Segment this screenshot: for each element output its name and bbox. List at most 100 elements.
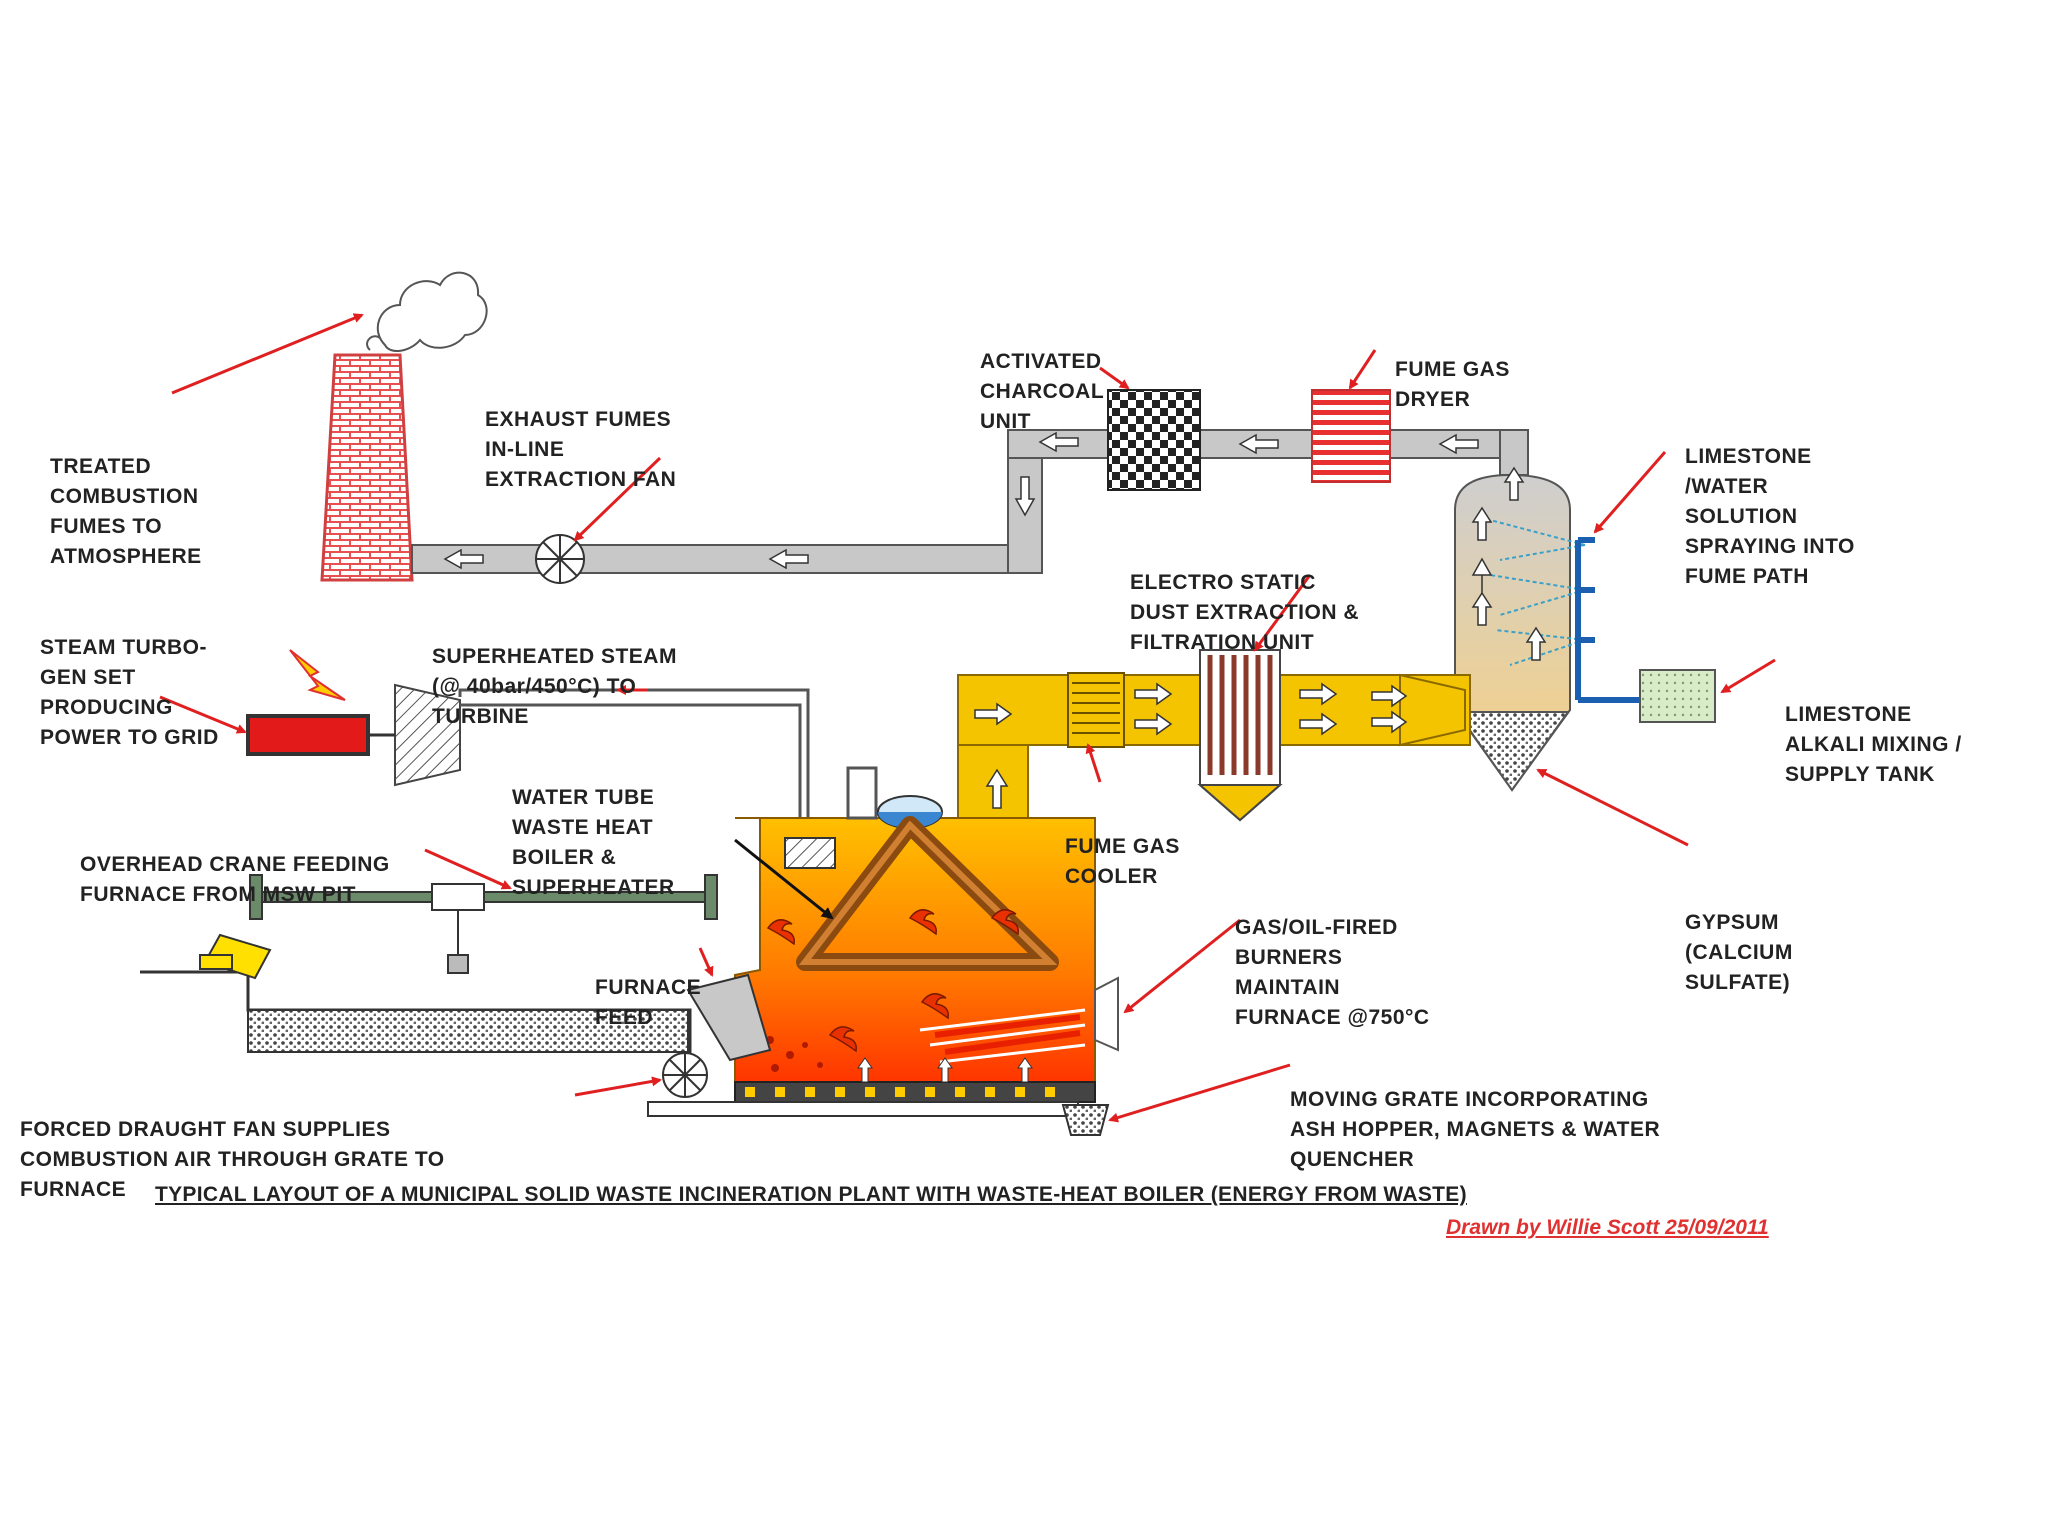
label-line: BOILER & [512, 846, 617, 869]
label-line: ACTIVATED [980, 350, 1102, 373]
label-line: IN-LINE [485, 438, 565, 461]
label-line: TURBINE [432, 705, 529, 728]
label-burners: GAS/OIL-FIRED BURNERS MAINTAIN FURNACE @750… [1235, 853, 1430, 1063]
label-line: /WATER [1685, 475, 1769, 498]
pointer-arrows [159, 313, 1776, 1123]
burner-flame-icon [919, 1008, 1086, 1064]
label-line: FEED [595, 1006, 654, 1029]
label-line: COOLER [1065, 865, 1158, 888]
label-line: GYPSUM [1685, 911, 1780, 934]
label-line: EXTRACTION FAN [485, 468, 677, 491]
label-line: DRYER [1395, 388, 1471, 411]
label-line: ELECTRO STATIC [1130, 571, 1316, 594]
filter-plates-icon [1207, 655, 1273, 775]
label-line: GEN SET [40, 666, 136, 689]
label-limestone-tank: LIMESTONE ALKALI MIXING / SUPPLY TANK [1785, 640, 1962, 820]
label-line: DUST EXTRACTION & [1130, 601, 1359, 624]
label-line: CHARCOAL [980, 380, 1105, 403]
flow-arrow-icon [443, 431, 1479, 570]
label-overhead-crane: OVERHEAD CRANE FEEDING FURNACE FROM MSW P… [80, 790, 390, 940]
label-line: FUMES TO [50, 515, 163, 538]
diagram-credit: Drawn by Willie Scott 25/09/2011 [1446, 1216, 1769, 1239]
label-superheated-steam: SUPERHEATED STEAM (@ 40bar/450°C) TO TURBI… [432, 582, 677, 762]
label-line: FILTRATION UNIT [1130, 631, 1315, 654]
up-arrow-icon [1471, 466, 1547, 661]
label-line: SUPPLY TANK [1785, 763, 1935, 786]
ash-hopper [1061, 1104, 1110, 1136]
label-line: OVERHEAD CRANE FEEDING [80, 853, 390, 876]
label-line: FUME PATH [1685, 565, 1809, 588]
generator [246, 714, 370, 756]
label-forced-draught-fan: FORCED DRAUGHT FAN SUPPLIES COMBUSTION AI… [20, 1055, 445, 1235]
label-waste-heat-boiler: WATER TUBE WASTE HEAT BOILER & SUPERHEATER [512, 723, 675, 933]
gypsum-hopper [1455, 711, 1570, 792]
fume-gas-dryer [1311, 389, 1391, 483]
label-line: LIMESTONE [1785, 703, 1912, 726]
label-line: SUPERHEATER [512, 876, 675, 899]
label-line: ASH HOPPER, MAGNETS & WATER [1290, 1118, 1661, 1141]
label-extraction-fan: EXHAUST FUMES IN-LINE EXTRACTION FAN [485, 345, 676, 525]
label-limestone-spray: LIMESTONE/WATER SOLUTION SPRAYING INTO FUME… [1685, 382, 1855, 622]
label-line: FUME GAS [1395, 358, 1510, 381]
duct-flow-arrow-icon [974, 682, 1408, 809]
steam-turbine [394, 683, 461, 787]
label-line: QUENCHER [1290, 1148, 1415, 1171]
label-line: SOLUTION [1685, 505, 1798, 528]
crane-rail-end-left [249, 874, 263, 920]
fan-blades-icon [536, 535, 584, 583]
fume-gas-cooler [1067, 672, 1125, 748]
label-line: BURNERS [1235, 946, 1343, 969]
label-line: SUPERHEATED STEAM [432, 645, 677, 668]
label-line: UNIT [980, 410, 1031, 433]
boiler-pointer-arrow [734, 838, 834, 920]
label-line: MAINTAIN [1235, 976, 1341, 999]
crane-grab-icon [447, 954, 469, 974]
smoke-cloud-icon [366, 271, 488, 352]
label-line: TREATED [50, 455, 152, 478]
label-line: (CALCIUM [1685, 941, 1793, 964]
label-line: PRODUCING [40, 696, 173, 719]
label-line: FURNACE FROM MSW PIT [80, 883, 356, 906]
label-line: LIMESTONE [1685, 445, 1812, 468]
power-lightning-icon [289, 649, 346, 701]
dust-hopper [1197, 784, 1283, 822]
limestone-supply-tank [1639, 669, 1716, 723]
grate-teeth [745, 1087, 1055, 1097]
label-line: MOVING GRATE INCORPORATING [1290, 1088, 1649, 1111]
label-line: WASTE HEAT [512, 816, 654, 839]
label-line: POWER TO GRID [40, 726, 219, 749]
label-fume-gas-dryer: FUME GAS DRYER [1395, 295, 1510, 445]
label-moving-grate: MOVING GRATE INCORPORATING ASH HOPPER, MA… [1290, 1025, 1660, 1205]
label-line: FURNACE [20, 1178, 127, 1201]
cooler-coils-icon [1072, 682, 1120, 734]
label-line: GAS/OIL-FIRED [1235, 916, 1398, 939]
flame-swirl-icon [766, 909, 1019, 1053]
label-line: ALKALI MIXING / [1785, 733, 1962, 756]
air-up-arrow-icon [857, 1057, 1033, 1083]
label-line: WATER TUBE [512, 786, 655, 809]
label-line: SPRAYING INTO [1685, 535, 1855, 558]
label-line: FORCED DRAUGHT FAN SUPPLIES [20, 1118, 391, 1141]
label-electrostatic-unit: ELECTRO STATIC DUST EXTRACTION & FILTRATIO… [1130, 508, 1359, 688]
chimney [320, 353, 414, 582]
burner-nozzle [1094, 976, 1119, 1052]
label-line: ATMOSPHERE [50, 545, 202, 568]
grate-base [647, 1101, 1079, 1117]
label-line: FURNACE @750°C [1235, 1006, 1430, 1029]
crane-rail-end-right [704, 874, 718, 920]
boiler-drum [846, 766, 878, 820]
label-line: (@ 40bar/450°C) TO [432, 675, 637, 698]
label-line: COMBUSTION AIR THROUGH GRATE TO [20, 1148, 445, 1171]
label-line: EXHAUST FUMES [485, 408, 672, 431]
water-spray-pipe [1575, 537, 1640, 703]
crane-trolley [431, 883, 485, 911]
activated-charcoal-unit [1107, 389, 1201, 491]
label-charcoal-unit: ACTIVATED CHARCOAL UNIT [980, 287, 1104, 467]
waste-truck-icon [199, 933, 272, 980]
